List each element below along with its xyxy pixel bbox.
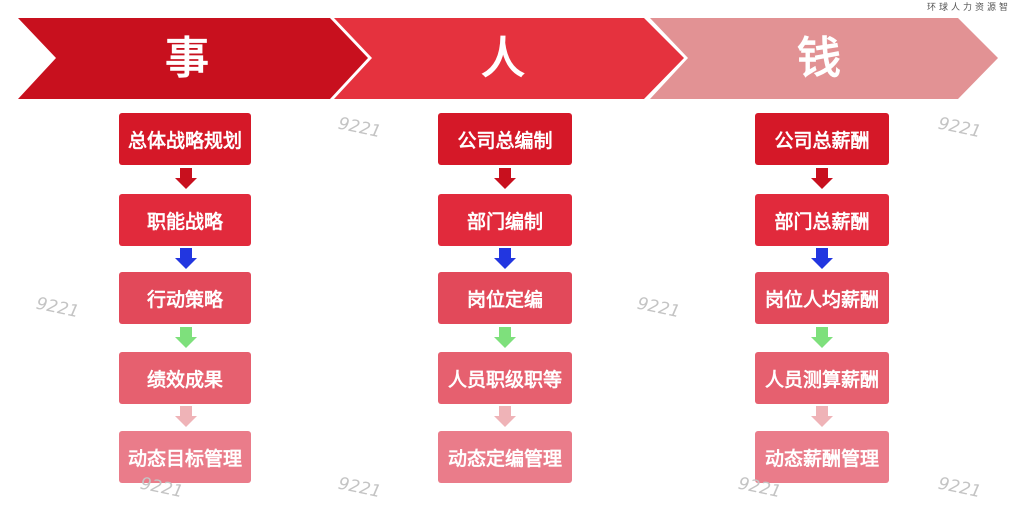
col1-down-arrow-4-icon <box>175 406 197 427</box>
stage-chevrons <box>18 18 998 99</box>
col3-down-arrow-4-icon <box>811 406 833 427</box>
col1-step-5: 动态目标管理 <box>119 431 251 483</box>
col2-step-5: 动态定编管理 <box>438 431 572 483</box>
stage-label-shi: 事 <box>165 33 209 84</box>
col2-down-arrow-4-icon <box>494 406 516 427</box>
col3-down-arrow-1-icon <box>811 168 833 189</box>
col2-down-arrow-3-icon <box>494 327 516 348</box>
watermark: 9221 <box>635 293 682 323</box>
col3-step-1: 公司总薪酬 <box>755 113 889 165</box>
stage-chevron-shi <box>18 18 368 99</box>
watermark: 9221 <box>936 113 983 143</box>
col2-step-2: 部门编制 <box>438 194 572 246</box>
col1-step-3: 行动策略 <box>119 272 251 324</box>
col1-down-arrow-1-icon <box>175 168 197 189</box>
col2-down-arrow-1-icon <box>494 168 516 189</box>
stage-label-ren: 人 <box>481 33 525 84</box>
col1-step-1: 总体战略规划 <box>119 113 251 165</box>
col2-down-arrow-2-icon <box>494 248 516 269</box>
col1-step-4: 绩效成果 <box>119 352 251 404</box>
col3-down-arrow-2-icon <box>811 248 833 269</box>
col2-step-4: 人员职级职等 <box>438 352 572 404</box>
watermark: 9221 <box>34 293 81 323</box>
col1-down-arrow-3-icon <box>175 327 197 348</box>
watermark: 9221 <box>336 113 383 143</box>
stage-label-qian: 钱 <box>797 33 841 84</box>
corner-text: 环球人力资源智 <box>926 3 1011 13</box>
col3-step-5: 动态薪酬管理 <box>755 431 889 483</box>
stage-chevron-ren <box>334 18 684 99</box>
col1-step-2: 职能战略 <box>119 194 251 246</box>
col3-step-3: 岗位人均薪酬 <box>755 272 889 324</box>
col1-down-arrow-2-icon <box>175 248 197 269</box>
col3-down-arrow-3-icon <box>811 327 833 348</box>
col3-step-2: 部门总薪酬 <box>755 194 889 246</box>
watermark: 9221 <box>336 473 383 503</box>
col3-step-4: 人员测算薪酬 <box>755 352 889 404</box>
col2-step-1: 公司总编制 <box>438 113 572 165</box>
stage-chevron-qian <box>650 18 998 99</box>
col2-step-3: 岗位定编 <box>438 272 572 324</box>
watermark: 9221 <box>936 473 983 503</box>
